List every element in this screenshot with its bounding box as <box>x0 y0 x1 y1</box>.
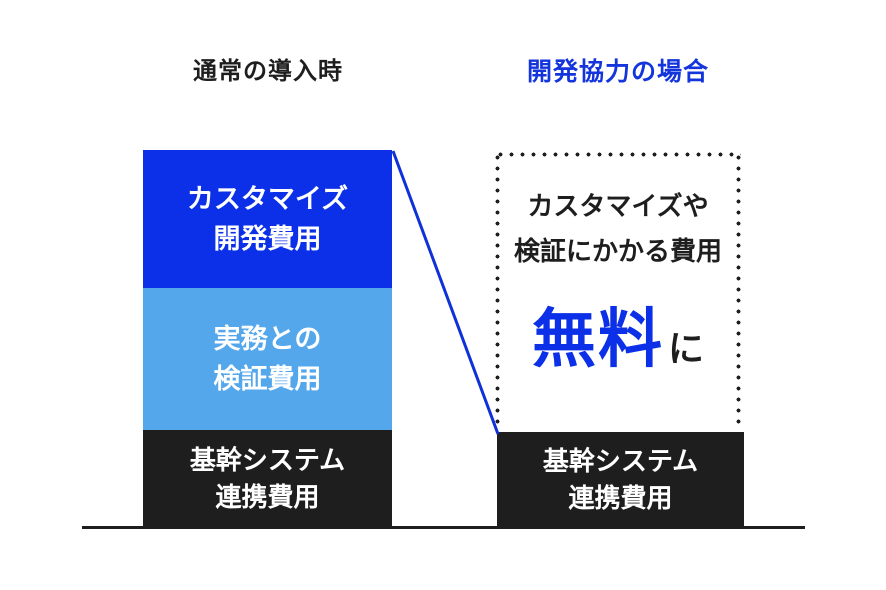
free-highlight-text: 無料 <box>531 303 664 375</box>
development-cooperation-title: 開発協力の場合 <box>526 58 709 86</box>
free-amount: 無料 に <box>532 288 704 380</box>
segment-label-line: 検証費用 <box>213 364 322 394</box>
free-cost-description: カスタマイズや 検証にかかる費用 <box>514 184 722 274</box>
bar-segment-practical-verification: 実務との 検証費用 <box>143 288 392 430</box>
free-suffix-text: に <box>667 328 704 369</box>
dotted-border-right <box>736 152 741 430</box>
free-cost-description-line: 検証にかかる費用 <box>513 236 722 266</box>
baseline <box>82 526 805 529</box>
dotted-border-top <box>495 152 741 157</box>
segment-label-line: 実務との <box>213 324 322 354</box>
normal-implementation-title: 通常の導入時 <box>193 58 343 85</box>
bar-segment-customization-development: カスタマイズ 開発費用 <box>143 150 392 288</box>
segment-label-line: 連携費用 <box>215 481 320 512</box>
free-cost-box-content: カスタマイズや 検証にかかる費用 無料 に <box>501 152 735 430</box>
normal-cost-stacked-bar: カスタマイズ 開発費用 実務との 検証費用 基幹システム 連携費用 <box>143 150 392 527</box>
bar-segment-core-system-integration-right: 基幹システム 連携費用 <box>497 432 744 527</box>
bar-segment-core-system-integration: 基幹システム 連携費用 <box>143 430 392 527</box>
segment-label-line: 基幹システム <box>189 444 346 475</box>
segment-label-line: 開発費用 <box>213 224 322 254</box>
segment-label-line: 基幹システム <box>542 445 699 476</box>
segment-label-line: 連携費用 <box>568 482 673 513</box>
free-cost-description-line: カスタマイズや <box>527 191 709 221</box>
segment-label-line: カスタマイズ <box>186 184 349 214</box>
free-cost-box: カスタマイズや 検証にかかる費用 無料 に <box>495 152 741 430</box>
dotted-border-left <box>495 152 500 430</box>
